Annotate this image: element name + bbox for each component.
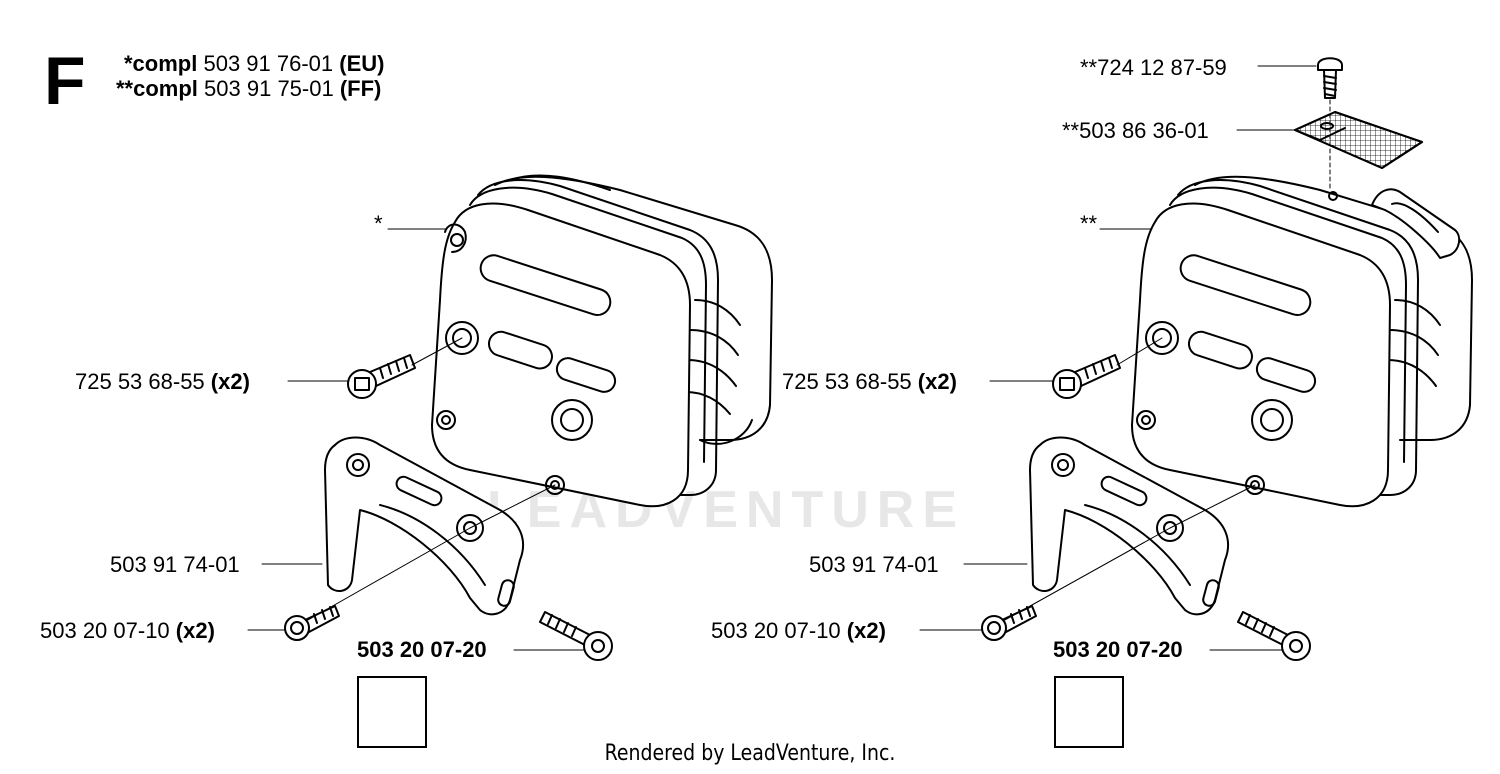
top-screw [1317,57,1343,99]
right-screw-label: 725 53 68-55 (x2) [782,370,957,394]
info-box-right [1054,676,1124,748]
right-leaders [919,65,1331,651]
spark-screen [1294,111,1423,169]
left-bolt2-label: 503 20 07-20 [357,637,487,662]
left-bolt-qty: (x2) [175,618,215,643]
left-bolt-2 [539,611,613,661]
right-screw [1052,354,1121,399]
watermark: LEADVENTURE [487,481,966,539]
left-leaders [247,228,585,651]
left-bracket [324,436,525,616]
left-bolt-number: 503 20 07-10 [40,618,170,643]
right-screw-number: 725 53 68-55 [782,369,912,394]
left-bolt-label: 503 20 07-10 (x2) [40,619,215,643]
right-bolt-label: 503 20 07-10 (x2) [711,619,886,643]
right-bolt [981,605,1037,641]
kit-eu: *compl 503 91 76-01 (EU) [124,52,385,76]
screen-label: **503 86 36-01 [1062,118,1209,143]
top-screw-label: **724 12 87-59 [1080,55,1227,80]
kit-ff-region: (FF) [339,76,382,101]
kit-eu-prefix: *compl [124,51,198,76]
left-screw-qty: (x2) [210,369,250,394]
left-screw-label: 725 53 68-55 (x2) [75,370,250,394]
right-screw-qty: (x2) [917,369,957,394]
kit-eu-region: (EU) [339,51,385,76]
left-muffler [431,174,773,508]
right-bolt2-label: 503 20 07-20 [1053,637,1183,662]
left-bolt [284,605,340,641]
kit-ff-prefix: **compl [116,76,198,101]
left-screw [347,354,416,399]
right-bolt-number: 503 20 07-10 [711,618,841,643]
section-letter: F [44,43,86,119]
footer-credit: Rendered by LeadVenture, Inc. [604,741,896,766]
right-bolt-qty: (x2) [846,618,886,643]
kit-eu-number: 503 91 76-01 [203,51,334,76]
right-muffler [1131,175,1473,508]
right-bolt-2 [1237,611,1311,661]
left-muffler-label: * [374,211,383,236]
right-bracket-label: 503 91 74-01 [809,552,939,577]
kit-ff-number: 503 91 75-01 [204,76,334,101]
kit-ff: **compl 503 91 75-01 (FF) [116,77,381,101]
left-screw-number: 725 53 68-55 [75,369,205,394]
info-box-left [357,676,427,748]
right-muffler-label: ** [1080,211,1098,236]
left-bracket-label: 503 91 74-01 [110,552,240,577]
